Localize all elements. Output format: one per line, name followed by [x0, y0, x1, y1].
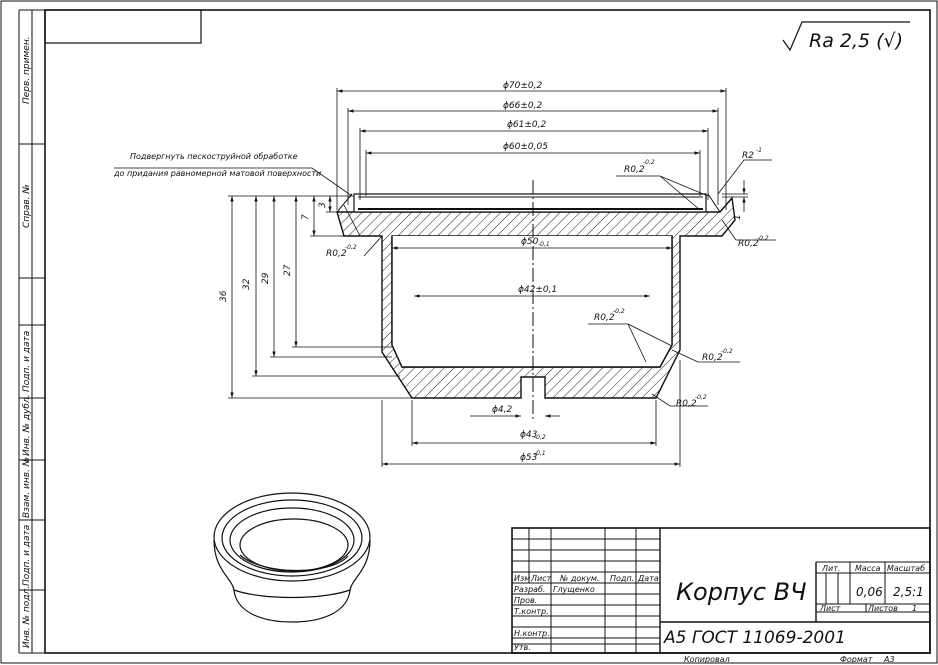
side-label: Взам. инв. №	[22, 457, 32, 518]
radius-label: R0,2	[624, 165, 645, 175]
side-label: Инв. № подл.	[22, 586, 32, 648]
dim-h32: 32	[242, 278, 252, 290]
tb-row-nkontr: Н.контр.	[514, 629, 550, 638]
tb-material: А5 ГОСТ 11069-2001	[663, 628, 846, 648]
tb-razrab-name: Глущенко	[553, 585, 595, 594]
tb-listov-value: 1	[912, 604, 917, 613]
radius-tol: -0,2	[613, 308, 625, 315]
radius-label: R0,2	[594, 313, 615, 323]
dim-d50: ϕ50	[521, 237, 539, 247]
title-block	[511, 527, 931, 654]
side-label: Подп. и дата	[22, 525, 32, 586]
tb-col-data: Дата	[637, 574, 659, 583]
dim-d61: ϕ61±0,2	[507, 120, 547, 130]
radius-label: R0,2	[326, 249, 347, 259]
tb-format-label: Формат	[840, 655, 873, 664]
tb-col-list: Лист	[530, 574, 552, 583]
dim-d43-tol: -0,2	[534, 434, 546, 441]
tb-hdr-lit: Лит.	[821, 564, 840, 573]
radius-label: R2	[742, 151, 754, 161]
radius-tol: -1	[756, 147, 762, 154]
dimension-texts: ϕ70±0,2 ϕ66±0,2 ϕ61±0,2 ϕ60±0,05 ϕ50 -0,…	[113, 81, 769, 463]
side-label: Инв. № дубл.	[22, 394, 32, 456]
dim-d66: ϕ66±0,2	[503, 101, 543, 111]
dim-h36: 36	[219, 290, 229, 302]
side-label: Справ. №	[22, 184, 32, 228]
dim-h3: 3	[318, 202, 328, 208]
tb-col-izm: Изм.	[514, 574, 533, 583]
tb-listov-label: Листов	[867, 604, 898, 613]
note-line-2: до придания равномерной матовой поверхно…	[113, 169, 321, 178]
radius-tol: -0,2	[643, 159, 655, 166]
dim-d70: ϕ70±0,2	[503, 81, 543, 91]
radius-tol: -0,2	[721, 348, 733, 355]
side-labels: Перв. примен. Справ. № Подп. и дата Инв.…	[22, 36, 32, 648]
title-block-text: Изм. Лист № докум. Подп. Дата Разраб. Гл…	[514, 564, 925, 664]
radius-tol: -0,2	[695, 394, 707, 401]
dim-d60: ϕ60±0,05	[503, 142, 548, 152]
roughness-text: Ra 2,5 (√)	[809, 30, 903, 52]
dim-h7: 7	[301, 214, 311, 220]
isometric-view	[213, 492, 371, 623]
tb-row-prov: Пров.	[514, 596, 537, 605]
dim-d53: ϕ53	[520, 453, 538, 463]
dimension-lines	[114, 88, 776, 467]
dim-h1: 1	[733, 214, 743, 220]
side-label: Перв. примен.	[22, 36, 32, 104]
tb-col-podp: Подп.	[610, 574, 634, 583]
tb-row-tkontr: Т.контр.	[514, 607, 549, 616]
radius-label: R0,2	[702, 353, 723, 363]
tb-hdr-massa: Масса	[855, 564, 881, 573]
dim-h27: 27	[283, 264, 293, 276]
radius-tol: -0,2	[345, 244, 357, 251]
dim-d50-tol: -0,1	[538, 241, 550, 248]
tb-massa: 0,06	[856, 585, 883, 599]
dim-h29: 29	[261, 272, 271, 284]
top-rim	[353, 193, 707, 213]
dim-d4: ϕ4,2	[492, 405, 513, 415]
tb-format-value: А3	[883, 655, 895, 664]
radius-label: R0,2	[676, 399, 697, 409]
note-line-1: Подвергнуть пескоструйной обработке	[130, 152, 298, 161]
dim-d53-tol: -0,1	[534, 450, 546, 457]
tb-kopiroval: Копировал	[684, 655, 730, 664]
tb-hdr-masshtab: Масштаб	[887, 564, 925, 573]
side-label: Подп. и дата	[22, 331, 32, 392]
dim-d43: ϕ43	[520, 430, 538, 440]
radius-label: R0,2	[738, 239, 759, 249]
tb-row-utv: Утв.	[514, 643, 531, 652]
tb-title: Корпус ВЧ	[676, 578, 807, 606]
tb-row-razrab: Разраб.	[514, 585, 545, 594]
tb-col-ndoc: № докум.	[559, 574, 599, 583]
section-view	[336, 180, 736, 420]
tb-list-label: Лист	[819, 604, 841, 613]
dim-d42: ϕ42±0,1	[518, 285, 557, 295]
tb-masshtab: 2,5:1	[893, 585, 924, 599]
roughness-symbol: Ra 2,5 (√)	[782, 21, 910, 52]
radius-tol: -0,2	[757, 235, 769, 242]
